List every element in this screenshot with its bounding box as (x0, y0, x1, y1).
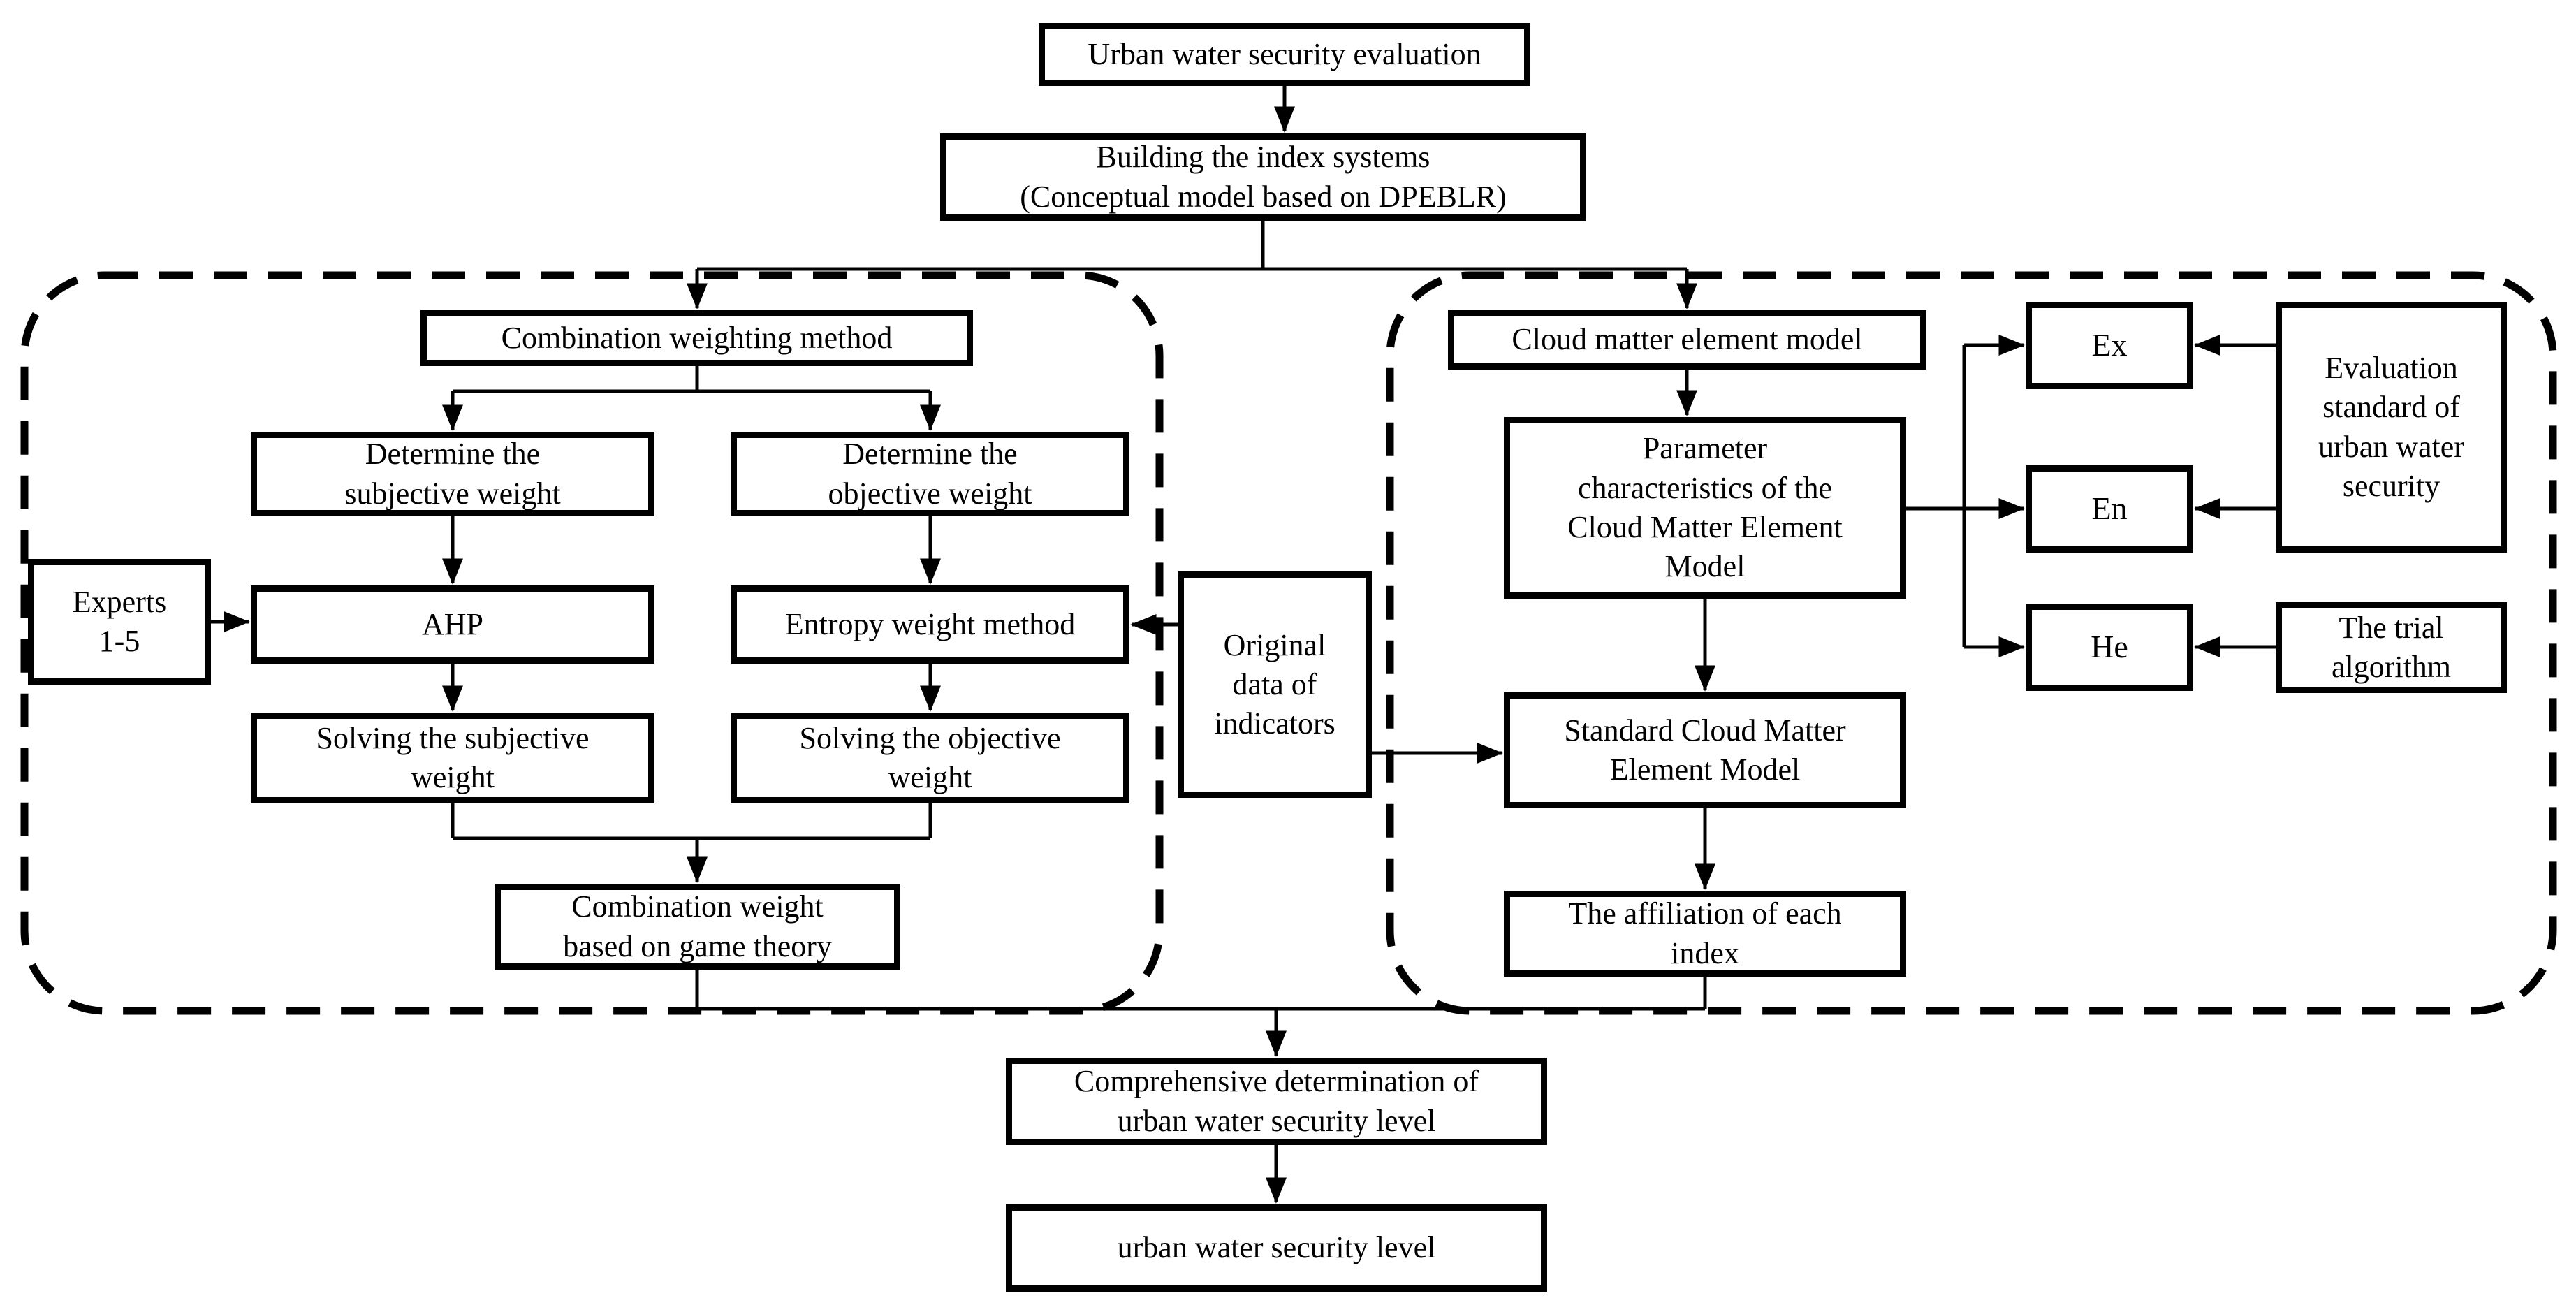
node-ex: Ex (2026, 302, 2193, 389)
weighting-group-dashed-border (20, 271, 1164, 1015)
node-en: En (2026, 465, 2193, 553)
node-determine-subjective-weight: Determine the subjective weight (251, 432, 654, 516)
node-solving-subjective-weight: Solving the subjective weight (251, 713, 654, 803)
cloud-model-group-dashed-border (1386, 271, 2557, 1015)
node-determine-objective-weight: Determine the objective weight (731, 432, 1129, 516)
node-combination-weight-game-theory: Combination weight based on game theory (495, 884, 900, 970)
node-comprehensive-determination: Comprehensive determination of urban wat… (1006, 1058, 1547, 1145)
node-building-index-systems: Building the index systems (Conceptual m… (940, 133, 1586, 221)
node-solving-objective-weight: Solving the objective weight (731, 713, 1129, 803)
node-affiliation-of-each-index: The affiliation of each index (1504, 891, 1906, 977)
node-cloud-matter-element-model: Cloud matter element model (1448, 310, 1926, 370)
node-ahp: AHP (251, 585, 654, 664)
node-trial-algorithm: The trial algorithm (2276, 602, 2507, 693)
node-experts-1-5: Experts 1-5 (28, 559, 211, 685)
node-combination-weighting-method: Combination weighting method (420, 310, 973, 366)
node-urban-water-security-level: urban water security level (1006, 1204, 1547, 1292)
node-parameter-characteristics: Parameter characteristics of the Cloud M… (1504, 417, 1906, 599)
node-he: He (2026, 604, 2193, 691)
node-entropy-weight-method: Entropy weight method (731, 585, 1129, 664)
node-standard-cloud-matter-element-model: Standard Cloud Matter Element Model (1504, 692, 1906, 808)
node-original-data-of-indicators: Original data of indicators (1178, 571, 1372, 798)
node-urban-water-security-evaluation: Urban water security evaluation (1039, 23, 1530, 86)
node-evaluation-standard: Evaluation standard of urban water secur… (2276, 302, 2507, 553)
